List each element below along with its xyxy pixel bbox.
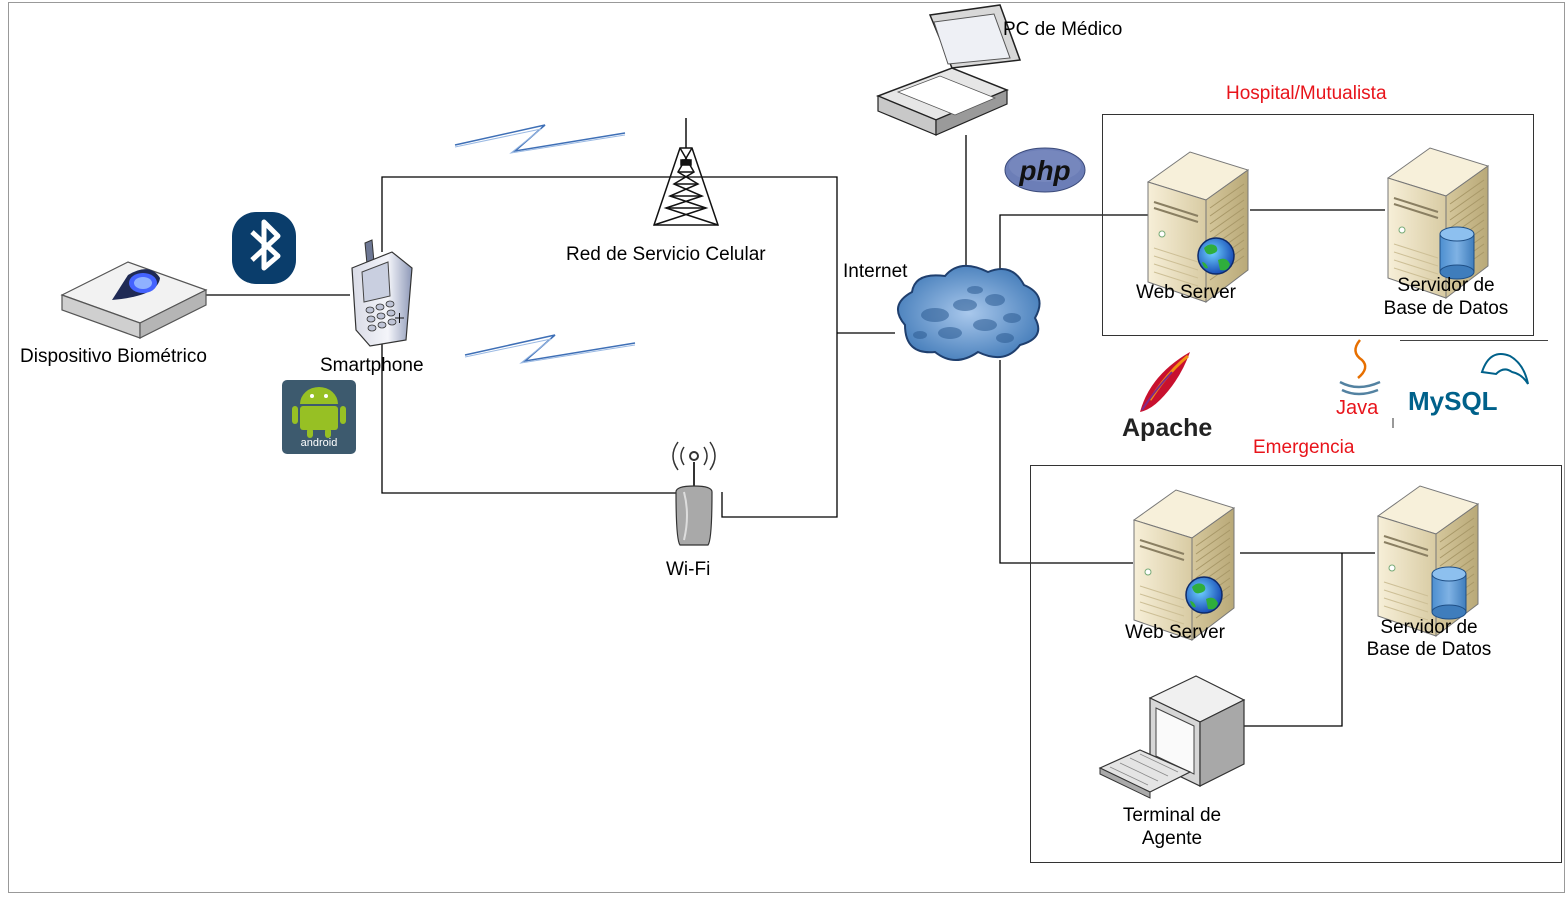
android-logo-text: android xyxy=(301,437,338,449)
page-border xyxy=(8,2,1565,893)
mysql-logo-text: MySQL xyxy=(1408,386,1498,416)
wireless-signal-top xyxy=(454,124,626,154)
agent-terminal-label-2: Agente xyxy=(1141,828,1203,849)
apache-logo-text: Apache xyxy=(1122,414,1212,442)
emergency-db-server-label-2: Base de Datos xyxy=(1366,639,1492,660)
android-icon xyxy=(282,380,356,454)
java-logo xyxy=(1339,339,1381,396)
cell-tower-icon xyxy=(652,118,720,226)
hospital-group-title: Hospital/Mutualista xyxy=(1226,83,1387,104)
emergency-group-box xyxy=(1030,465,1562,863)
cell-network-label: Red de Servicio Celular xyxy=(566,244,766,265)
cloud-icon xyxy=(897,265,1041,361)
php-logo xyxy=(1004,147,1086,193)
hospital-group-box xyxy=(1102,114,1534,336)
apache-logo xyxy=(1140,352,1190,412)
database-icon xyxy=(1439,226,1475,280)
biometric-device-icon xyxy=(60,261,208,339)
link-emergency xyxy=(999,360,1133,564)
doctor-pc-label: PC de Médico xyxy=(1003,19,1123,40)
globe-icon xyxy=(1185,576,1223,614)
java-logo-text: Java xyxy=(1336,397,1379,419)
smartphone-label: Smartphone xyxy=(320,355,424,376)
database-icon xyxy=(1431,566,1467,620)
link-terminal xyxy=(1243,553,1343,727)
globe-icon xyxy=(1197,237,1235,275)
link-hospital xyxy=(999,214,1150,288)
agent-terminal-label-1: Terminal de xyxy=(1122,805,1222,826)
php-logo-text: php xyxy=(1018,155,1070,186)
emergency-group-title: Emergencia xyxy=(1253,437,1355,458)
bluetooth-icon xyxy=(232,212,296,284)
hospital-web-server-label: Web Server xyxy=(1136,282,1236,303)
smartphone-icon xyxy=(351,239,413,347)
laptop-icon xyxy=(875,4,1022,136)
hospital-db-server-label-2: Base de Datos xyxy=(1383,298,1509,319)
hospital-web-server-icon xyxy=(1147,151,1249,303)
link-wifi-path xyxy=(381,340,680,494)
desktop-terminal-icon xyxy=(1098,675,1246,799)
emergency-web-server-icon xyxy=(1133,489,1235,641)
emergency-web-server-label: Web Server xyxy=(1125,622,1225,643)
mysql-logo xyxy=(1480,353,1529,385)
emergency-db-server-label-1: Servidor de xyxy=(1380,617,1478,638)
wireless-signal-bottom xyxy=(464,334,636,364)
wifi-label: Wi-Fi xyxy=(666,559,711,580)
hospital-db-server-label-1: Servidor de xyxy=(1397,275,1495,296)
link-cellular-path xyxy=(381,176,838,518)
wifi-router-icon xyxy=(672,441,716,546)
biometric-device-label: Dispositivo Biométrico xyxy=(20,346,207,367)
internet-label: Internet xyxy=(843,261,908,282)
connections xyxy=(200,135,1385,727)
